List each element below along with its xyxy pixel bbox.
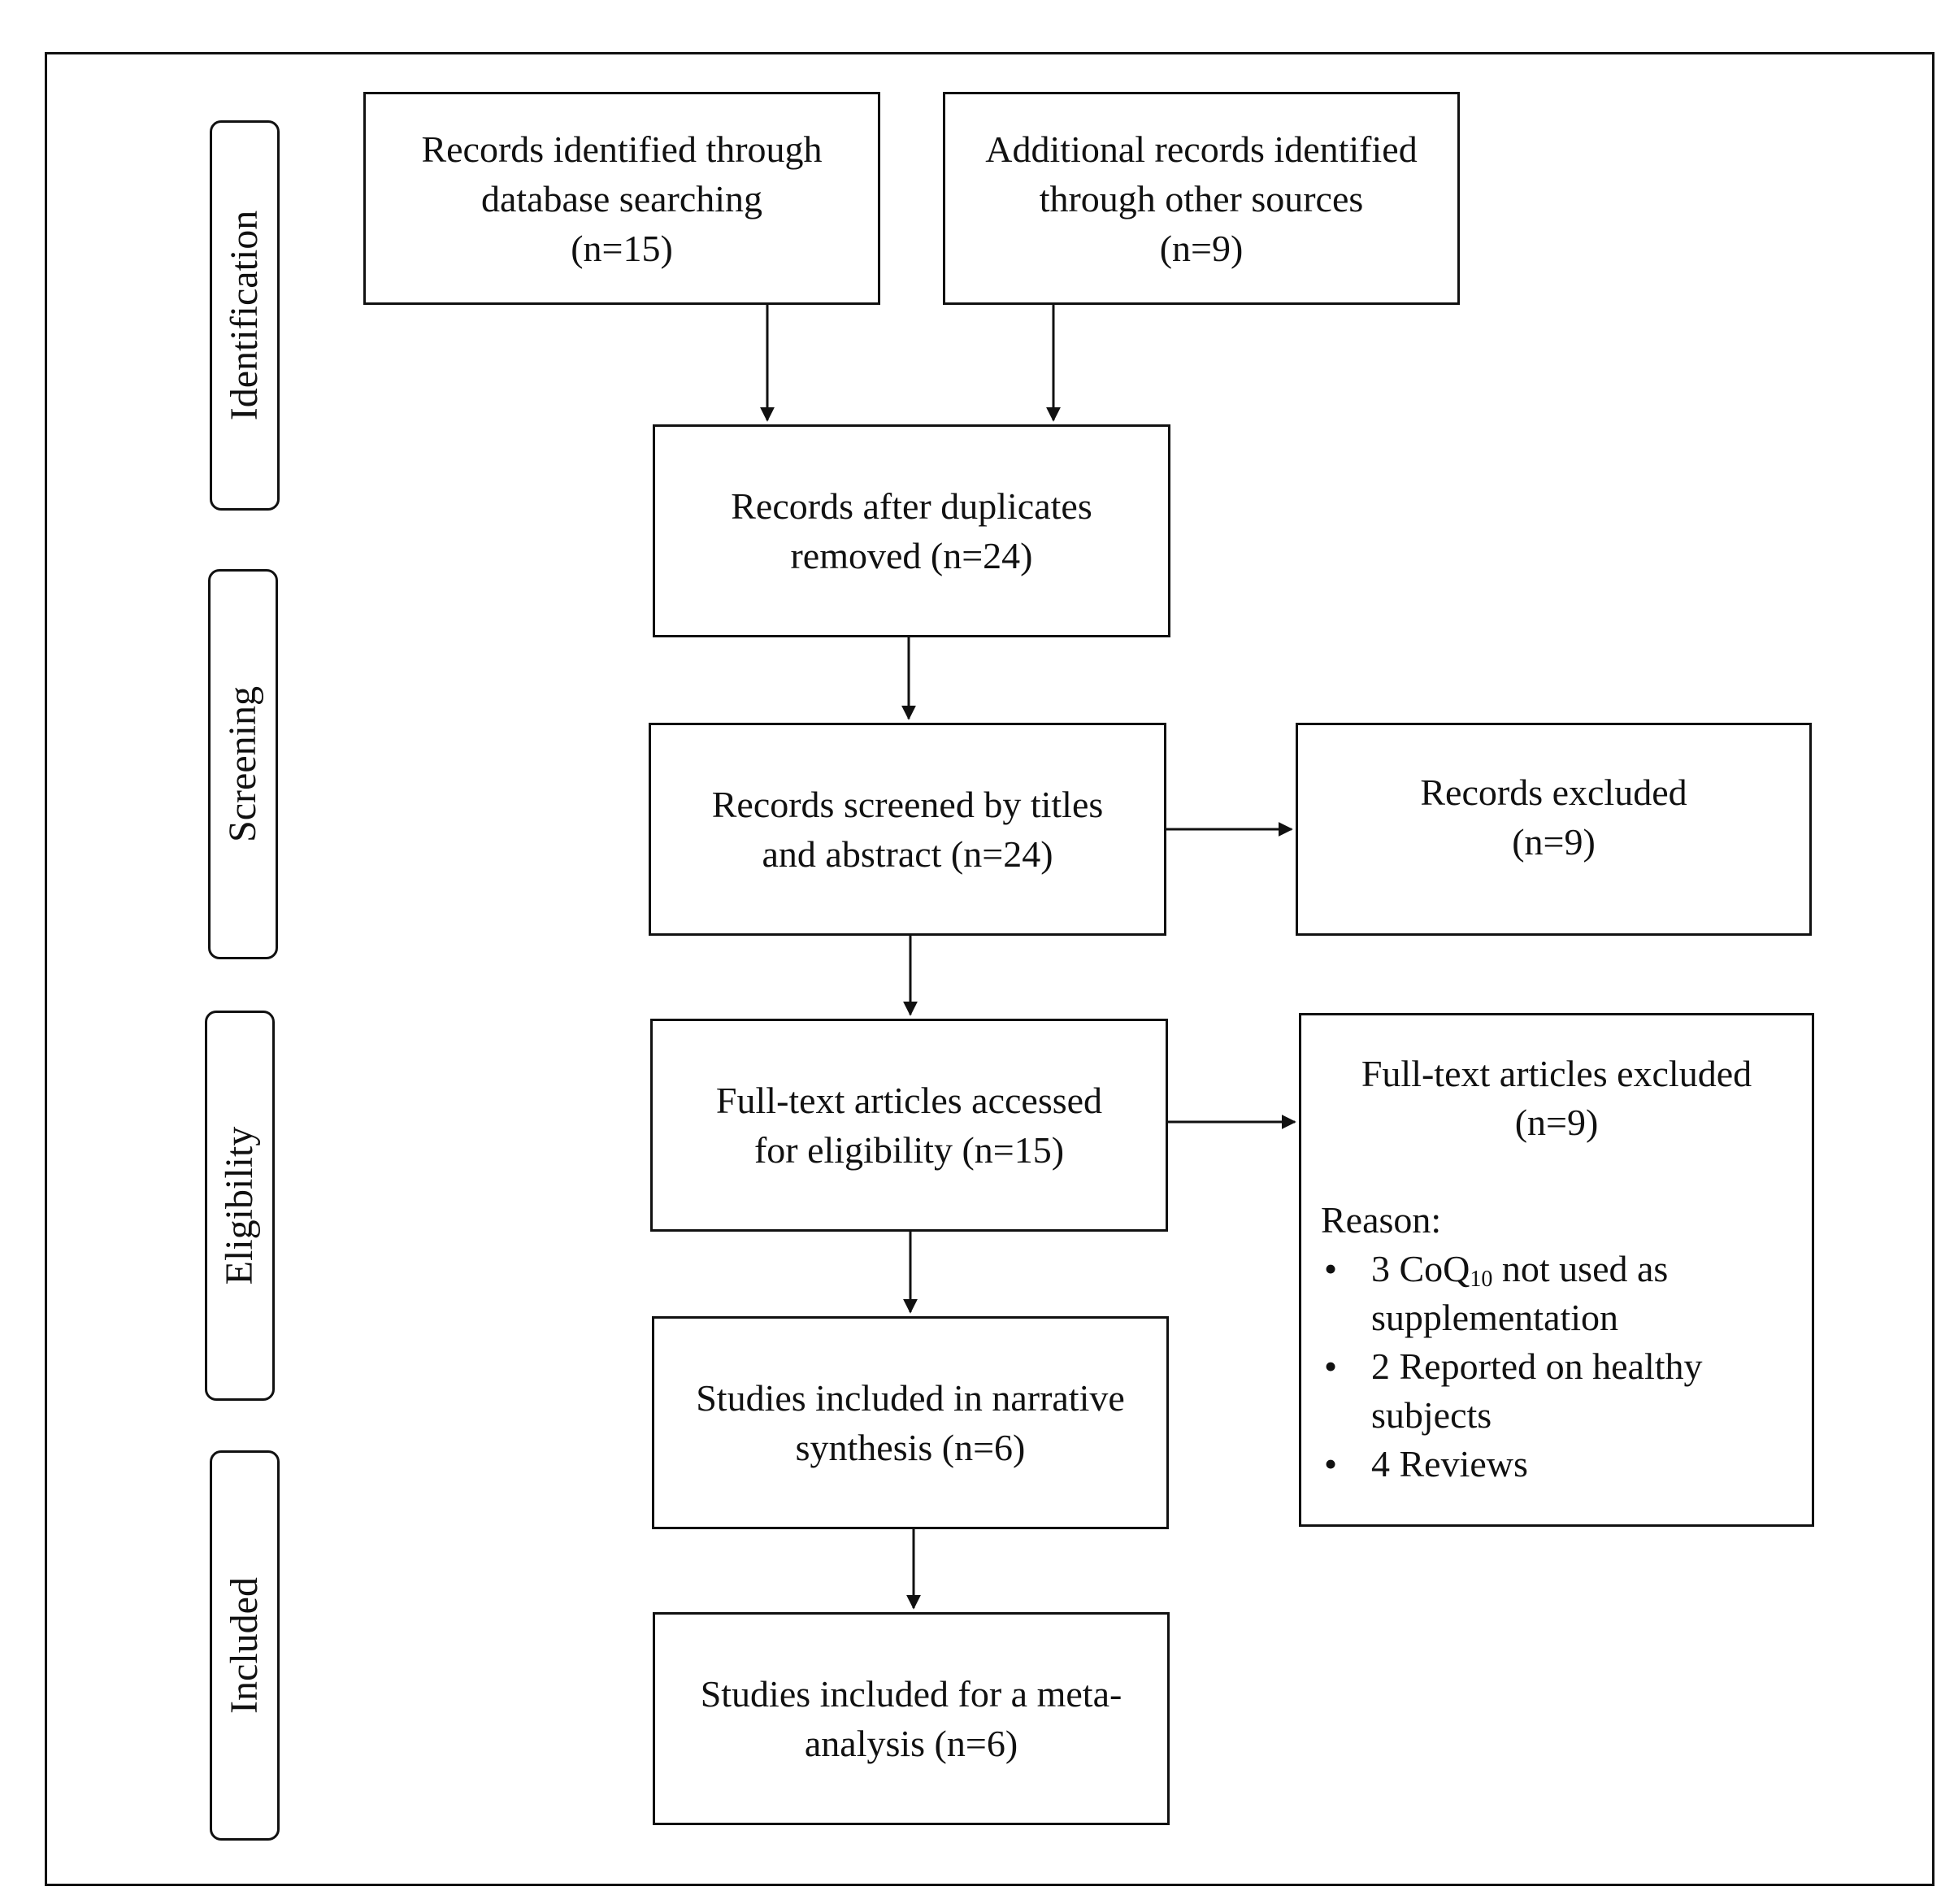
- reason-text-line2: subjects: [1371, 1394, 1492, 1436]
- box-fulltext-assessed-line1: Full-text articles accessed: [715, 1080, 1103, 1121]
- reason-text-rest: not used as: [1492, 1248, 1669, 1289]
- box-database-records-line1: Records identified through: [421, 128, 823, 170]
- reason-item: • 4 Reviews: [1321, 1440, 1800, 1489]
- box-narrative-synthesis: Studies included in narrative synthesis …: [652, 1316, 1169, 1529]
- fulltext-excluded-heading: Full-text articles excluded (n=9): [1301, 1050, 1812, 1147]
- reason-text: 3 CoQ10 not used as: [1371, 1245, 1800, 1293]
- stage-eligibility: Eligibility: [205, 1011, 275, 1401]
- box-other-sources-line2: through other sources: [1039, 177, 1364, 220]
- box-meta-analysis-line2: analysis (n=6): [804, 1723, 1018, 1764]
- box-other-sources: Additional records identified through ot…: [943, 92, 1460, 305]
- box-meta-analysis-line1: Studies included for a meta-: [700, 1673, 1122, 1715]
- box-screened-line2: and abstract (n=24): [762, 833, 1053, 875]
- box-fulltext-excluded: Full-text articles excluded (n=9) Reason…: [1299, 1013, 1814, 1527]
- bullet-icon: •: [1324, 1443, 1338, 1485]
- reason-text: 2 Reported on healthy: [1371, 1345, 1703, 1387]
- box-narrative-synthesis-line1: Studies included in narrative: [696, 1377, 1125, 1419]
- stage-included: Included: [210, 1450, 280, 1841]
- box-fulltext-assessed-line2: for eligibility (n=15): [753, 1129, 1065, 1171]
- box-other-sources-line1: Additional records identified: [985, 128, 1418, 170]
- box-meta-analysis: Studies included for a meta- analysis (n…: [653, 1612, 1170, 1825]
- reason-text: 4 Reviews: [1371, 1443, 1528, 1485]
- bullet-icon: •: [1324, 1345, 1338, 1387]
- box-screened-line1: Records screened by titles: [711, 784, 1104, 825]
- box-database-records-count: (n=15): [571, 227, 673, 269]
- box-records-excluded-count: (n=9): [1512, 821, 1596, 863]
- reason-text-line2: supplementation: [1371, 1297, 1619, 1338]
- fulltext-excluded-count: (n=9): [1514, 1102, 1599, 1143]
- box-after-duplicates-line2: removed (n=24): [790, 535, 1033, 576]
- diagram-frame: [45, 52, 1934, 1886]
- reason-text-main: 3 CoQ: [1371, 1248, 1470, 1289]
- reason-label: Reason:: [1321, 1199, 1442, 1241]
- bullet-icon: •: [1324, 1248, 1338, 1289]
- box-screened: Records screened by titles and abstract …: [649, 723, 1166, 936]
- box-records-excluded-line1: Records excluded: [1420, 772, 1687, 813]
- reason-item: • 2 Reported on healthy subjects: [1321, 1342, 1800, 1440]
- box-narrative-synthesis-line2: synthesis (n=6): [795, 1427, 1026, 1468]
- box-database-records-line2: database searching: [480, 177, 763, 220]
- box-records-excluded: Records excluded (n=9): [1296, 723, 1812, 936]
- box-other-sources-count: (n=9): [1159, 227, 1244, 269]
- reason-text-subscript: 10: [1470, 1267, 1493, 1292]
- reason-item: • 3 CoQ10 not used as supplementation: [1321, 1245, 1800, 1342]
- fulltext-excluded-line1: Full-text articles excluded: [1361, 1053, 1752, 1094]
- box-fulltext-assessed: Full-text articles accessed for eligibil…: [650, 1019, 1168, 1232]
- stage-screening: Screening: [208, 569, 278, 959]
- box-after-duplicates: Records after duplicates removed (n=24): [653, 424, 1170, 637]
- stage-identification: Identification: [210, 120, 280, 511]
- reason-list: • 3 CoQ10 not used as supplementation • …: [1321, 1245, 1800, 1489]
- box-database-records: Records identified through database sear…: [363, 92, 880, 305]
- box-after-duplicates-line1: Records after duplicates: [731, 485, 1092, 527]
